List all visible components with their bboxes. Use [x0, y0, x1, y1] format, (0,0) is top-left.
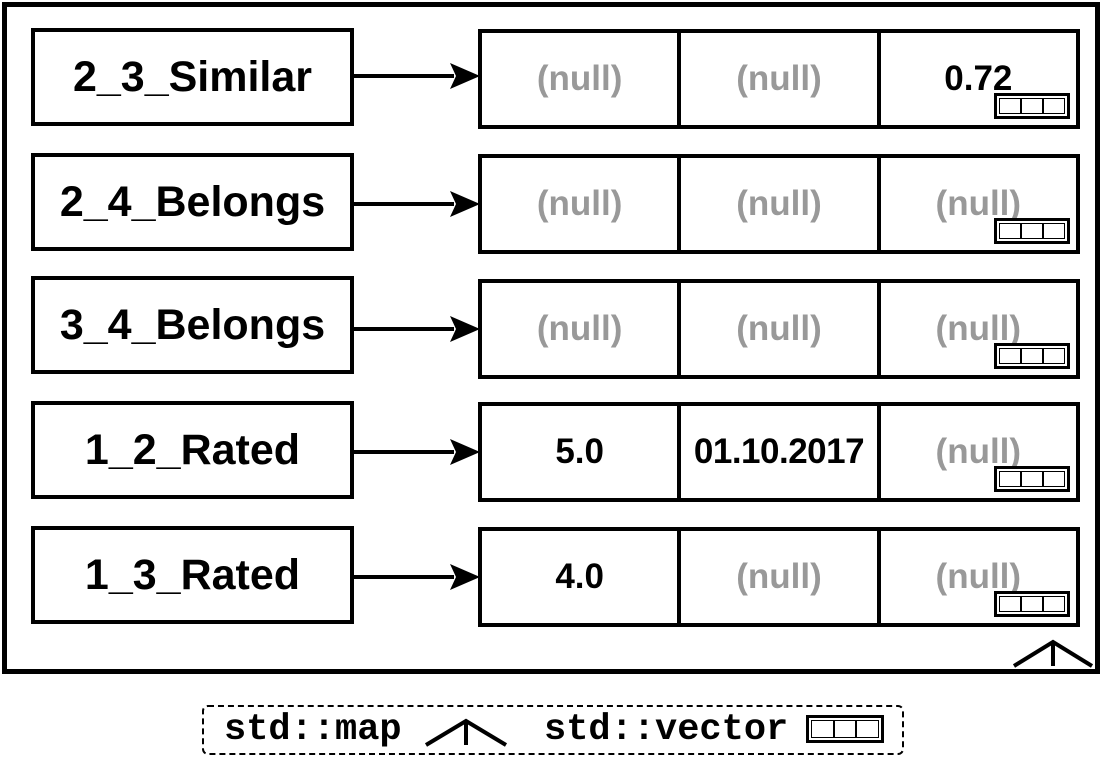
map-icon [1012, 639, 1094, 668]
vector-icon [993, 591, 1070, 617]
arrow-icon [354, 63, 480, 89]
vector-cell: (null) [480, 31, 680, 127]
value-vector: (null) (null) 0.72 [478, 29, 1080, 129]
arrow-icon [354, 439, 480, 465]
cell-value: (null) [935, 184, 1022, 223]
cell-value: 0.72 [944, 59, 1013, 98]
legend: std::map std::vector [202, 705, 904, 755]
vector-cell: (null) [878, 404, 1078, 500]
vector-cell: 01.10.2017 [679, 404, 879, 500]
vector-cell: 5.0 [480, 404, 680, 500]
vector-icon [993, 343, 1070, 369]
vector-cell: (null) [679, 281, 879, 377]
map-key: 1_2_Rated [31, 401, 354, 499]
legend-vector-label: std::vector [544, 709, 789, 751]
arrow-icon [354, 316, 480, 342]
vector-cell: (null) [878, 281, 1078, 377]
arrow-icon [354, 191, 480, 217]
map-key: 3_4_Belongs [31, 276, 354, 374]
cell-value: (null) [935, 309, 1022, 348]
vector-icon [806, 715, 884, 743]
map-icon [424, 718, 508, 747]
vector-cell: (null) [679, 156, 879, 252]
map-container [2, 2, 1100, 674]
map-key: 2_4_Belongs [31, 153, 354, 251]
vector-icon [993, 93, 1070, 119]
value-vector: (null) (null) (null) [478, 154, 1080, 254]
vector-cell: (null) [480, 156, 680, 252]
map-key: 2_3_Similar [31, 28, 354, 126]
vector-icon [993, 218, 1070, 244]
value-vector: 4.0 (null) (null) [478, 527, 1080, 627]
legend-map-label: std::map [224, 709, 402, 751]
vector-cell: 4.0 [480, 529, 680, 625]
vector-icon [993, 466, 1070, 492]
arrow-icon [354, 564, 480, 590]
map-key: 1_3_Rated [31, 526, 354, 624]
value-vector: (null) (null) (null) [478, 279, 1080, 379]
vector-cell: (null) [878, 529, 1078, 625]
value-vector: 5.0 01.10.2017 (null) [478, 402, 1080, 502]
vector-cell: (null) [878, 156, 1078, 252]
cell-value: (null) [935, 432, 1022, 471]
vector-cell: (null) [679, 529, 879, 625]
vector-cell: 0.72 [878, 31, 1078, 127]
cell-value: (null) [935, 557, 1022, 596]
vector-cell: (null) [480, 281, 680, 377]
vector-cell: (null) [679, 31, 879, 127]
